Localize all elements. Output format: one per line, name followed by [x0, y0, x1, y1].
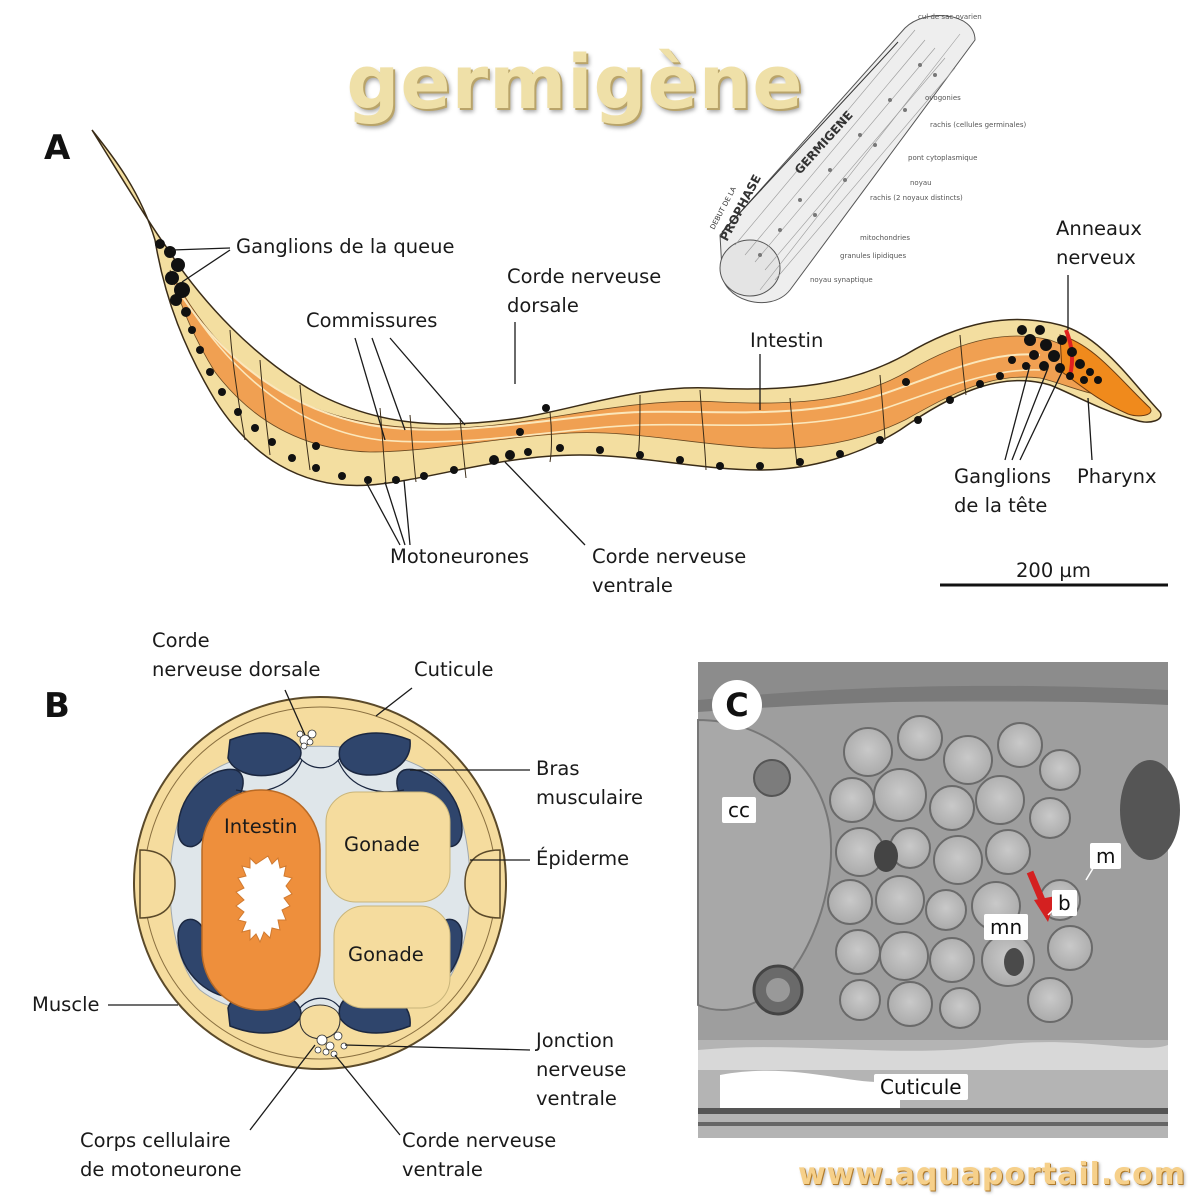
label-motoneurons: Motoneurones — [390, 545, 530, 568]
inset-note-4: noyau — [910, 179, 932, 187]
label-tail-ganglia: Ganglions de la queue — [236, 235, 455, 258]
head-ganglia-dots — [1008, 325, 1102, 384]
label-cuticle-b: Cuticule — [414, 658, 494, 681]
label-ventral-cord-b: Corde nerveuse ventrale — [402, 1129, 557, 1181]
label-head-ganglia: Ganglions de la tête — [954, 465, 1052, 517]
panel-c-letter: C — [712, 680, 762, 730]
label-cc: cc — [722, 797, 756, 823]
panel-a-letter: A — [44, 128, 71, 168]
inset-note-1: ovogonies — [925, 94, 961, 102]
label-ventral-cord-a: Corde nerveuse ventrale — [592, 545, 747, 597]
panel-b-letter: B — [44, 686, 70, 726]
ventral-cord-dots — [155, 239, 1004, 484]
label-motoneuron-body: Corps cellulaire de motoneurone — [80, 1129, 242, 1181]
panel-b-leader-lines — [108, 687, 531, 1136]
red-arrow-icon — [1026, 870, 1056, 922]
inset-note-3: pont cytoplasmique — [908, 154, 977, 162]
label-epidermis: Épiderme — [536, 847, 630, 870]
label-muscle: Muscle — [32, 993, 100, 1016]
inset-note-0: cul de sac ovarien — [918, 13, 982, 21]
inset-note-5: rachis (2 noyaux distincts) — [870, 194, 963, 202]
label-commissures: Commissures — [306, 309, 438, 332]
footer-url: www.aquaportail.com — [797, 1157, 1186, 1192]
label-ventral-junction: Jonction nerveuse ventrale — [536, 1029, 627, 1110]
label-mn: mn — [984, 914, 1029, 940]
label-nerve-rings: Anneaux nerveux — [1056, 217, 1142, 269]
label-dorsal-cord-b: Corde nerveuse dorsale — [152, 629, 321, 681]
intestine-lumen — [235, 855, 293, 944]
gonad-shape-2 — [333, 905, 451, 1009]
germigene-inset-sketch — [719, 15, 976, 304]
label-intestine-a: Intestin — [750, 329, 824, 352]
panel-a-leader-lines — [171, 247, 1093, 546]
label-m: m — [1090, 843, 1122, 869]
inset-note-7: granules lipidiques — [840, 252, 906, 260]
pharynx-shape — [1059, 334, 1152, 417]
label-muscle-arm: Bras musculaire — [536, 757, 643, 809]
inset-note-2: rachis (cellules germinales) — [930, 121, 1026, 129]
page-title: germigène — [346, 40, 804, 126]
inset-note-6: mitochondries — [860, 234, 910, 242]
label-gonad-1: Gonade — [344, 833, 420, 856]
label-scale: 200 µm — [1016, 559, 1091, 582]
label-gonad-2: Gonade — [348, 943, 424, 966]
gonad-shape-1 — [325, 791, 451, 903]
label-pharynx: Pharynx — [1077, 465, 1157, 488]
dorsal-nerve-cord — [296, 729, 317, 750]
label-dorsal-cord: Corde nerveuse dorsale — [507, 265, 662, 317]
label-b: b — [1052, 890, 1077, 916]
inset-note-8: noyau synaptique — [810, 276, 873, 284]
label-intestine-b: Intestin — [224, 815, 298, 838]
label-cuticle-c: Cuticule — [874, 1074, 968, 1100]
